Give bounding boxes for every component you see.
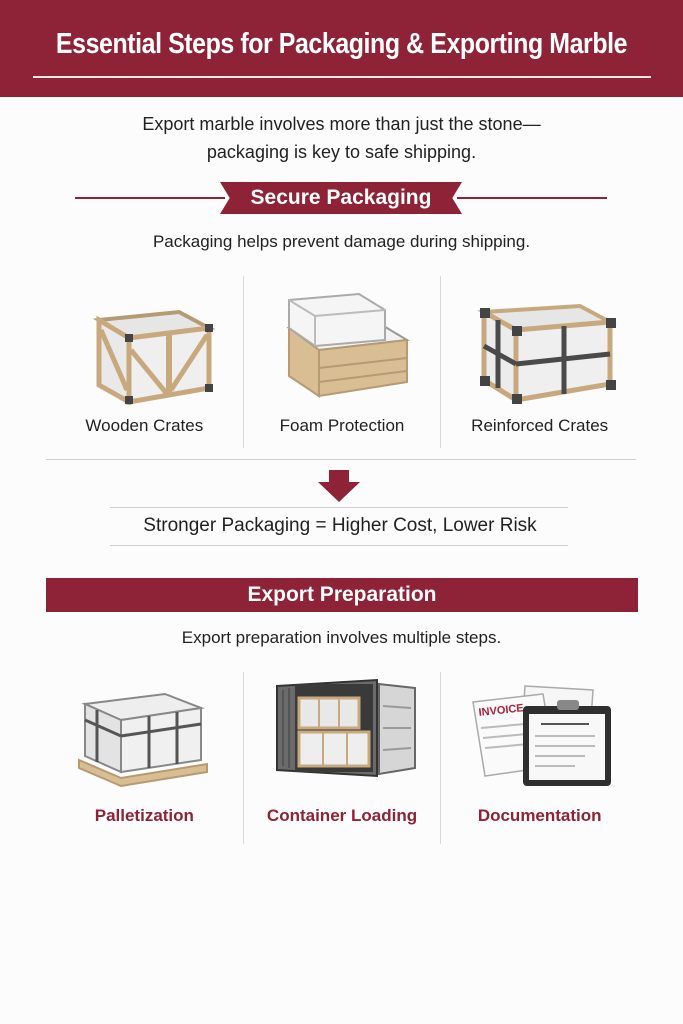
equation-top-rule xyxy=(110,507,568,508)
packaging-item-label: Foam Protection xyxy=(279,416,405,435)
intro-line-2: packaging is key to safe shipping. xyxy=(206,142,477,162)
shipping-container-icon xyxy=(276,678,416,778)
export-step-palletization: Palletization xyxy=(46,672,243,844)
ribbon-line-left xyxy=(75,197,225,199)
export-step-label: Documentation xyxy=(477,806,602,825)
divider xyxy=(46,459,636,460)
documents-icon: INVOICE xyxy=(471,685,611,786)
equation-bottom-rule xyxy=(110,545,568,546)
packaging-item-label: Reinforced Crates xyxy=(471,416,609,435)
export-steps: Palletization Container Loading INVOICE xyxy=(46,672,638,844)
section-heading-secure-packaging: Secure Packaging xyxy=(220,182,462,214)
invoice-text: INVOICE xyxy=(478,702,524,719)
packaging-item-reinforced-crates: Reinforced Crates xyxy=(440,276,638,448)
section-heading-export-preparation: Export Preparation xyxy=(46,578,638,612)
packaging-item-label: Wooden Crates xyxy=(85,416,204,435)
page-title: Essential Steps for Packaging & Exportin… xyxy=(55,28,628,60)
export-preparation-subtitle: Export preparation involves multiple ste… xyxy=(181,628,502,647)
packaging-options: Wooden Crates Foam Protection Rein xyxy=(46,276,638,448)
export-step-label: Palletization xyxy=(94,806,194,825)
intro-line-1: Export marble involves more than just th… xyxy=(142,114,541,134)
wooden-crate-icon xyxy=(93,309,216,405)
export-step-container-loading: Container Loading xyxy=(242,672,441,844)
packaging-item-foam-protection: Foam Protection xyxy=(242,276,441,448)
packaging-item-wooden-crates: Wooden Crates xyxy=(46,276,243,448)
intro-text: Export marble involves more than just th… xyxy=(0,110,683,166)
export-step-label: Container Loading xyxy=(266,806,418,825)
header-underline xyxy=(33,76,651,78)
down-arrow-icon xyxy=(318,470,360,502)
ribbon-line-right xyxy=(457,197,607,199)
foam-protection-icon xyxy=(286,292,411,398)
header-banner: Essential Steps for Packaging & Exportin… xyxy=(0,0,683,97)
cost-risk-equation: Stronger Packaging = Higher Cost, Lower … xyxy=(143,515,537,536)
reinforced-crate-icon xyxy=(476,303,617,405)
secure-packaging-subtitle: Packaging helps prevent damage during sh… xyxy=(152,232,531,251)
pallet-icon xyxy=(78,692,209,788)
export-step-documentation: INVOICE Documentation xyxy=(440,672,638,844)
